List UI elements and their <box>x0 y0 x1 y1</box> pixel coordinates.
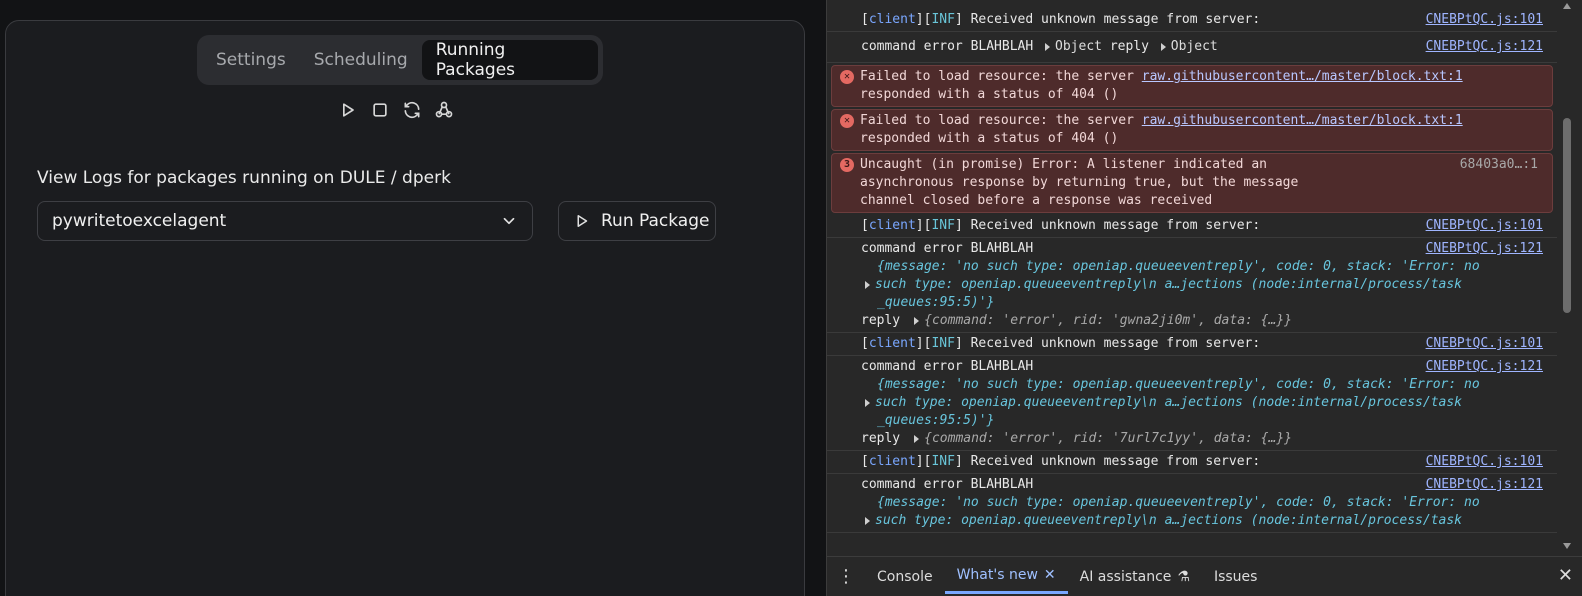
error-message: 3 Uncaught (in promise) Error: A listene… <box>831 153 1553 213</box>
log-message: [client][INF] Received unknown message f… <box>827 215 1557 238</box>
close-icon[interactable]: ✕ <box>1043 567 1056 583</box>
webhook-icon[interactable] <box>434 99 454 121</box>
scroll-down-icon[interactable] <box>1563 543 1571 549</box>
tab-scheduling[interactable]: Scheduling <box>313 50 408 70</box>
console-log[interactable]: [client][INF] Received unknown message f… <box>827 0 1557 552</box>
source-link[interactable]: CNEBPtQC.js:101 <box>1425 218 1543 233</box>
console-scrollbar[interactable] <box>1560 0 1574 552</box>
scroll-thumb[interactable] <box>1563 118 1571 313</box>
log-message: [client][INF] Received unknown message f… <box>827 333 1557 356</box>
app-panel: Settings Scheduling Running Packages Vie… <box>5 20 805 596</box>
source-link[interactable]: CNEBPtQC.js:121 <box>1425 477 1543 492</box>
run-package-button[interactable]: Run Package <box>558 201 716 241</box>
log-message: command error BLAHBLAH CNEBPtQC.js:121 {… <box>827 474 1557 533</box>
expand-triangle-icon[interactable] <box>914 316 920 325</box>
drawer-tab-ai-assistance[interactable]: AI assistance⚗ <box>1079 568 1190 585</box>
drawer-tab-issues[interactable]: Issues <box>1213 568 1258 585</box>
tab-settings[interactable]: Settings <box>216 50 286 70</box>
flask-icon: ⚗ <box>1177 568 1190 585</box>
log-message: command error BLAHBLAH Object reply Obje… <box>827 32 1557 63</box>
resource-link[interactable]: raw.githubusercontent…/master/block.txt:… <box>1141 113 1463 128</box>
expand-triangle-icon[interactable] <box>1045 42 1051 51</box>
play-icon <box>577 215 588 227</box>
error-icon: ✕ <box>840 114 854 128</box>
devtools-drawer-tabs: ⋮ Console What's new✕ AI assistance⚗ Iss… <box>827 556 1582 596</box>
source-link[interactable]: CNEBPtQC.js:101 <box>1425 454 1543 469</box>
log-message: command error BLAHBLAH CNEBPtQC.js:121 {… <box>827 238 1557 333</box>
tab-bar: Settings Scheduling Running Packages <box>197 35 603 85</box>
error-icon: ✕ <box>840 70 854 84</box>
source-link[interactable]: 68403a0…:1 <box>1459 157 1538 172</box>
stop-icon[interactable] <box>370 99 390 121</box>
more-options-icon[interactable]: ⋮ <box>837 566 855 587</box>
run-package-label: Run Package <box>601 211 710 231</box>
source-link[interactable]: CNEBPtQC.js:121 <box>1425 39 1543 54</box>
view-logs-label: View Logs for packages running on DULE /… <box>37 168 451 188</box>
expand-triangle-icon[interactable] <box>1160 42 1166 51</box>
resource-link[interactable]: raw.githubusercontent…/master/block.txt:… <box>1141 69 1463 84</box>
expand-triangle-icon[interactable] <box>865 398 870 407</box>
package-select-value: pywritetoexcelagent <box>52 211 227 231</box>
package-select[interactable]: pywritetoexcelagent <box>37 201 533 241</box>
drawer-tab-console[interactable]: Console <box>877 568 933 585</box>
action-icons <box>338 99 454 121</box>
log-message: command error BLAHBLAH CNEBPtQC.js:121 {… <box>827 356 1557 451</box>
error-count-badge: 3 <box>840 158 854 172</box>
log-message: [client][INF] Received unknown message f… <box>827 0 1557 32</box>
drawer-tab-whats-new[interactable]: What's new✕ <box>944 560 1068 594</box>
expand-triangle-icon[interactable] <box>865 280 870 289</box>
expand-triangle-icon[interactable] <box>865 516 870 525</box>
scroll-up-icon[interactable] <box>1563 3 1571 9</box>
refresh-icon[interactable] <box>402 99 422 121</box>
error-message: ✕ Failed to load resource: the server ra… <box>831 65 1553 107</box>
log-message: [client][INF] Received unknown message f… <box>827 451 1557 474</box>
close-drawer-icon[interactable]: ✕ <box>1557 565 1573 586</box>
main-card <box>5 20 805 596</box>
chevron-down-icon <box>503 217 515 225</box>
source-link[interactable]: CNEBPtQC.js:101 <box>1425 12 1543 27</box>
source-link[interactable]: CNEBPtQC.js:101 <box>1425 336 1543 351</box>
error-message: ✕ Failed to load resource: the server ra… <box>831 109 1553 151</box>
source-link[interactable]: CNEBPtQC.js:121 <box>1425 359 1543 374</box>
expand-triangle-icon[interactable] <box>914 434 920 443</box>
source-link[interactable]: CNEBPtQC.js:121 <box>1425 241 1543 256</box>
devtools-panel: [client][INF] Received unknown message f… <box>826 0 1582 596</box>
play-icon[interactable] <box>338 99 358 121</box>
tab-running-packages[interactable]: Running Packages <box>421 40 598 80</box>
